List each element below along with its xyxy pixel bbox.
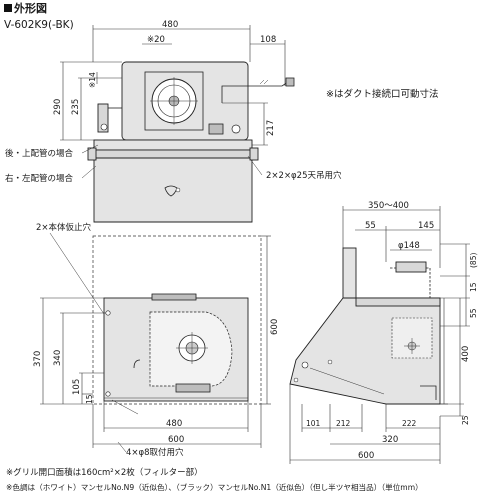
dim-side-w-600: 600 bbox=[358, 451, 374, 461]
dim-front-h-105: 105 bbox=[72, 379, 82, 395]
temp-hole-label: 2×本体仮止穴 bbox=[36, 222, 92, 233]
dim-top-h-14: ※14 bbox=[88, 72, 97, 88]
dim-front-h-600: 600 bbox=[270, 319, 280, 335]
dim-top-offset-108: 108 bbox=[260, 35, 276, 45]
dim-side-w-320: 320 bbox=[382, 435, 398, 445]
dim-top-width-480: 480 bbox=[162, 20, 178, 30]
dim-front-h-370: 370 bbox=[33, 351, 43, 367]
mount-hole-label: 4×φ8取付用穴 bbox=[126, 447, 184, 458]
dim-front-w-480: 480 bbox=[166, 419, 182, 429]
dim-side-w-222: 222 bbox=[402, 419, 417, 428]
dim-side-h-85: (85) bbox=[469, 253, 478, 268]
right-left-pipe-label: 右・左配管の場合 bbox=[5, 173, 74, 184]
dim-side-w-101: 101 bbox=[306, 419, 321, 428]
color-footnote: ※色調は（ホワイト）マンセルNo.N9（近似色）、（ブラック）マンセルNo.N1… bbox=[6, 483, 423, 492]
dim-side-h-400: 400 bbox=[461, 346, 471, 362]
dim-side-dia-148: φ148 bbox=[398, 241, 420, 251]
dim-top-offset-20: ※20 bbox=[147, 35, 165, 45]
dim-front-w-600: 600 bbox=[168, 435, 184, 445]
dim-top-h-290: 290 bbox=[53, 99, 63, 115]
dim-side-w-212: 212 bbox=[336, 419, 351, 428]
grill-footnote: ※グリル開口面積は160cm²×2枚（フィルター部） bbox=[6, 468, 203, 478]
duct-movable-note: ※はダクト接続口可動寸法 bbox=[326, 88, 438, 100]
dim-front-h-15: 15 bbox=[85, 394, 94, 404]
side-view: 350〜400 55 145 φ148 (85) 15 55 bbox=[289, 201, 478, 464]
front-view: 2×本体仮止穴 600 370 340 105 bbox=[33, 222, 280, 458]
dim-side-h-55: 55 bbox=[469, 308, 478, 318]
front-upper-view bbox=[87, 139, 259, 223]
model-number: V-602K9(-BK) bbox=[4, 19, 74, 31]
dim-side-w-145: 145 bbox=[418, 221, 434, 231]
page-title: 外形図 bbox=[13, 1, 47, 15]
dim-front-h-340: 340 bbox=[53, 350, 63, 366]
dim-side-h-15: 15 bbox=[469, 282, 478, 292]
ceiling-hole-label: 2×2×φ25天吊用穴 bbox=[266, 170, 342, 181]
top-view: 480 ※20 108 290 235 ※14 bbox=[53, 20, 295, 146]
dim-side-h-25: 25 bbox=[461, 415, 470, 425]
rear-top-pipe-label: 後・上配管の場合 bbox=[5, 148, 74, 159]
dim-top-h-217: 217 bbox=[266, 120, 276, 136]
dim-side-w-55: 55 bbox=[365, 221, 376, 231]
dim-top-h-235: 235 bbox=[71, 99, 81, 115]
dim-side-w-350-400: 350〜400 bbox=[368, 201, 409, 211]
title-square-icon bbox=[4, 4, 12, 12]
